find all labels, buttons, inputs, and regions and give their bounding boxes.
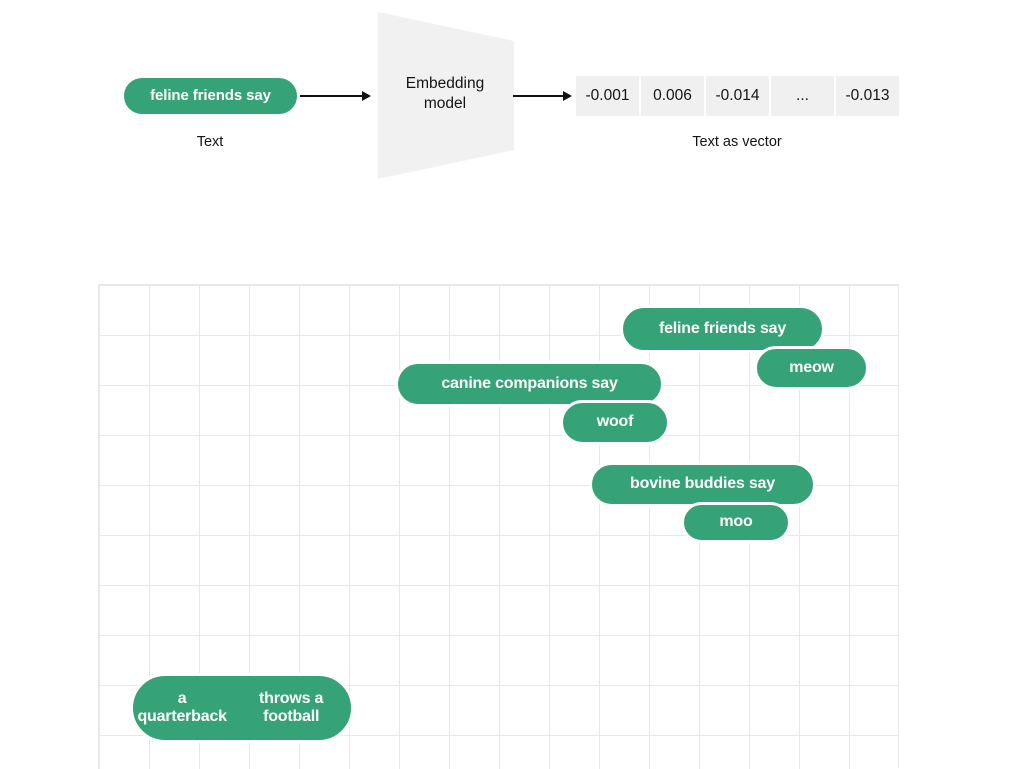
embedding-point-pill: feline friends say <box>620 305 825 353</box>
embedding-point-pill: bovine buddies say <box>589 462 816 507</box>
vector-cell: -0.001 <box>576 76 639 116</box>
embedding-point-pill: a quarterback throws a football <box>130 673 354 743</box>
embedding-point-pill-line: a quarterback <box>137 689 227 725</box>
embedding-model-label: Embedding model <box>378 74 512 115</box>
embedding-model-label-line1: Embedding <box>405 75 485 92</box>
input-caption-label: Text <box>196 134 224 150</box>
arrow-model-to-vector-head <box>563 90 572 101</box>
vector-caption-label: Text as vector <box>692 134 782 150</box>
embedding-point-pill: woof <box>560 400 670 445</box>
arrow-text-to-model-line <box>300 95 362 97</box>
embedding-model-shape <box>376 8 516 183</box>
embedding-point-pill-line: throws a football <box>259 689 324 725</box>
embedding-point-pill: meow <box>754 346 869 390</box>
embedding-model-label-line2: model <box>423 95 467 113</box>
vector-cell: ... <box>771 76 834 116</box>
embedding-point-pill: moo <box>681 502 791 543</box>
arrow-text-to-model-head <box>362 90 371 101</box>
vector-cell: -0.014 <box>706 76 769 116</box>
input-text-pill: feline friends say <box>121 75 300 117</box>
arrow-model-to-vector-line <box>513 95 563 97</box>
vector-cell: 0.006 <box>641 76 704 116</box>
vector-cell: -0.013 <box>836 76 899 116</box>
embedding-pipeline: feline friends say Text Embedding model … <box>0 0 1024 200</box>
embedding-space-grid-right-edge <box>898 284 899 768</box>
